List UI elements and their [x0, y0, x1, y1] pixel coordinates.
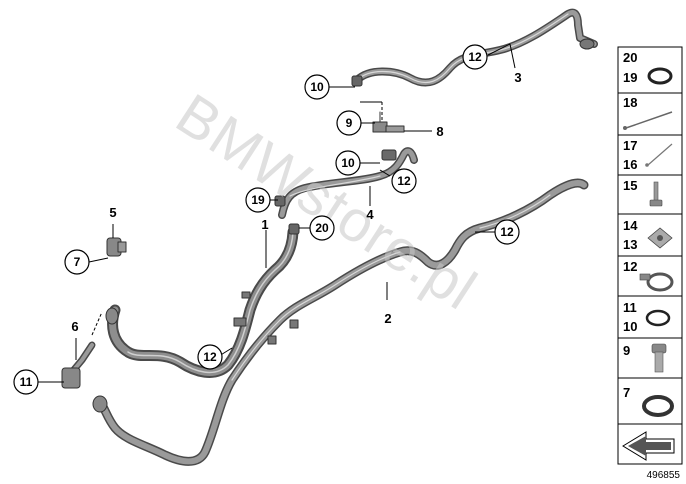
- fitting-part-6: [61, 341, 96, 389]
- callout-label: 19: [251, 193, 265, 207]
- hose-group: [61, 8, 598, 466]
- legend-row-9[interactable]: 9: [623, 343, 667, 373]
- legend-row-12[interactable]: 12: [623, 259, 674, 292]
- cable-tie-head-icon: [623, 126, 627, 130]
- direction-arrow-fill-icon: [628, 436, 671, 456]
- legend-row-11-10[interactable]: 11 10: [623, 300, 671, 334]
- legend-row-18[interactable]: 18: [623, 95, 673, 130]
- callout-label: 10: [341, 156, 355, 170]
- legend-label: 11: [623, 300, 637, 315]
- fitting-part-5: [106, 237, 127, 257]
- legend-label: 9: [623, 343, 630, 358]
- callout-label: 10: [310, 80, 324, 94]
- callout-10-mid[interactable]: 10: [335, 150, 361, 176]
- legend-row-arrow: [622, 431, 675, 461]
- legend-panel: 20 19 18 17 16 15 14 13: [617, 46, 683, 465]
- part-number-5[interactable]: 5: [109, 205, 116, 220]
- callout-label: 9: [346, 116, 353, 130]
- legend-label: 14: [623, 218, 638, 233]
- callout-label: 12: [500, 225, 514, 239]
- legend-label: 7: [623, 385, 630, 400]
- callout-label: 12: [468, 50, 482, 64]
- legend-label: 18: [623, 95, 637, 110]
- callout-11[interactable]: 11: [13, 369, 39, 395]
- hose-clamp-icon: [646, 272, 674, 292]
- legend-label: 16: [623, 157, 637, 172]
- clip-nut-hole-icon: [657, 235, 663, 241]
- callout-label: 7: [74, 255, 81, 269]
- connector-part-19: [274, 195, 286, 207]
- callout-label: 12: [397, 174, 411, 188]
- part-number-2[interactable]: 2: [384, 311, 391, 326]
- connector-part-8: [372, 111, 405, 133]
- callout-12-bottom[interactable]: 12: [197, 344, 223, 370]
- cable-tie-icon: [625, 111, 673, 129]
- callout-7[interactable]: 7: [64, 249, 90, 275]
- callout-9[interactable]: 9: [336, 110, 362, 136]
- callout-12-top[interactable]: 12: [462, 44, 488, 70]
- bolt-shaft-icon: [654, 351, 664, 373]
- legend-label: 17: [623, 138, 637, 153]
- connector-part-20: [288, 223, 300, 235]
- hose-part-4: [278, 147, 418, 219]
- legend-label: 12: [623, 259, 637, 274]
- seal-ring-icon: [642, 395, 674, 417]
- part-number-1[interactable]: 1: [261, 217, 268, 232]
- legend-row-14-13[interactable]: 14 13: [623, 218, 673, 252]
- o-ring-icon: [647, 67, 673, 85]
- hose-part-2: [92, 178, 589, 466]
- diagram-id: 496855: [647, 470, 681, 481]
- legend-row-7[interactable]: 7: [623, 385, 674, 417]
- screw-shaft-icon: [653, 181, 659, 203]
- callout-20[interactable]: 20: [309, 215, 335, 241]
- legend-label: 10: [623, 319, 637, 334]
- legend-label: 19: [623, 70, 637, 85]
- part-number-3[interactable]: 3: [514, 70, 521, 85]
- cable-tie-small-icon: [647, 143, 673, 166]
- callout-label: 11: [20, 375, 33, 389]
- o-ring-icon: [645, 309, 671, 327]
- callout-label: 12: [203, 350, 217, 364]
- part-numbers: 3 8 4 1 5 2 6: [71, 70, 521, 334]
- bolt-head-icon: [651, 343, 667, 354]
- screw-head-icon: [649, 199, 663, 207]
- legend-row-20-19[interactable]: 20 19: [623, 50, 673, 85]
- callout-12-right[interactable]: 12: [494, 219, 520, 245]
- legend-label: 15: [623, 178, 637, 193]
- part-number-8[interactable]: 8: [436, 124, 443, 139]
- cable-tie-small-head-icon: [645, 163, 649, 167]
- hose-clamp-tab-icon: [639, 273, 651, 281]
- part-number-4[interactable]: 4: [366, 207, 374, 222]
- legend-label: 20: [623, 50, 637, 65]
- part-number-6[interactable]: 6: [71, 319, 78, 334]
- callout-label: 20: [315, 221, 329, 235]
- callout-19[interactable]: 19: [245, 187, 271, 213]
- hose-part-1: [105, 226, 299, 378]
- callouts: 12 10 9 10 12 19 20 12: [13, 44, 520, 395]
- callout-10-top[interactable]: 10: [304, 74, 330, 100]
- legend-row-17-16[interactable]: 17 16: [623, 138, 673, 172]
- callout-12-mid[interactable]: 12: [391, 168, 417, 194]
- legend-row-15[interactable]: 15: [623, 178, 663, 207]
- legend-label: 13: [623, 237, 637, 252]
